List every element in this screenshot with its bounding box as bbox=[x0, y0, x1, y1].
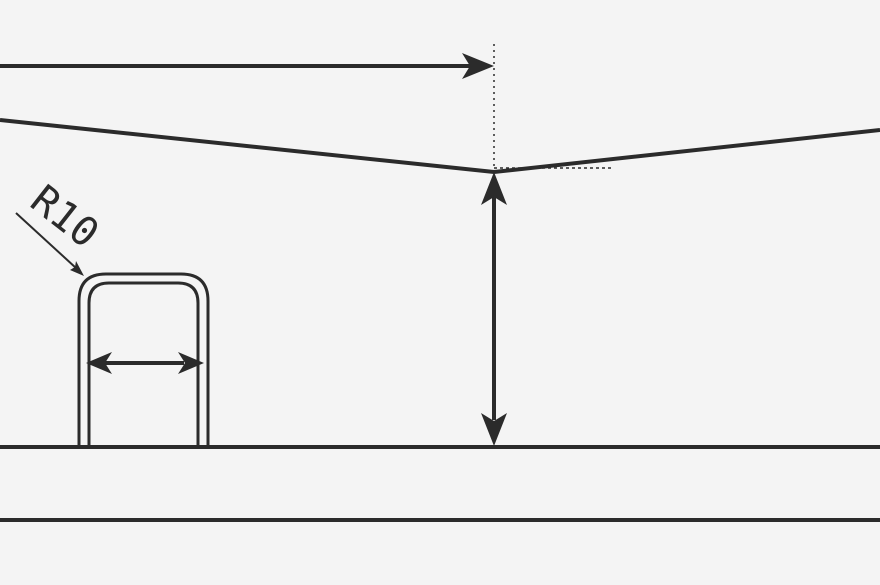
width-dimension-arrow bbox=[86, 352, 204, 374]
horizontal-dimension-arrow bbox=[0, 53, 494, 79]
radius-leader-arrow bbox=[15, 212, 84, 276]
bracket-outer-outline bbox=[77, 272, 210, 445]
radius-label: R10 bbox=[22, 177, 107, 258]
sloped-surface-line bbox=[0, 118, 880, 175]
bracket-inner-outline bbox=[87, 281, 200, 445]
vertical-dimension-arrow bbox=[481, 172, 507, 446]
